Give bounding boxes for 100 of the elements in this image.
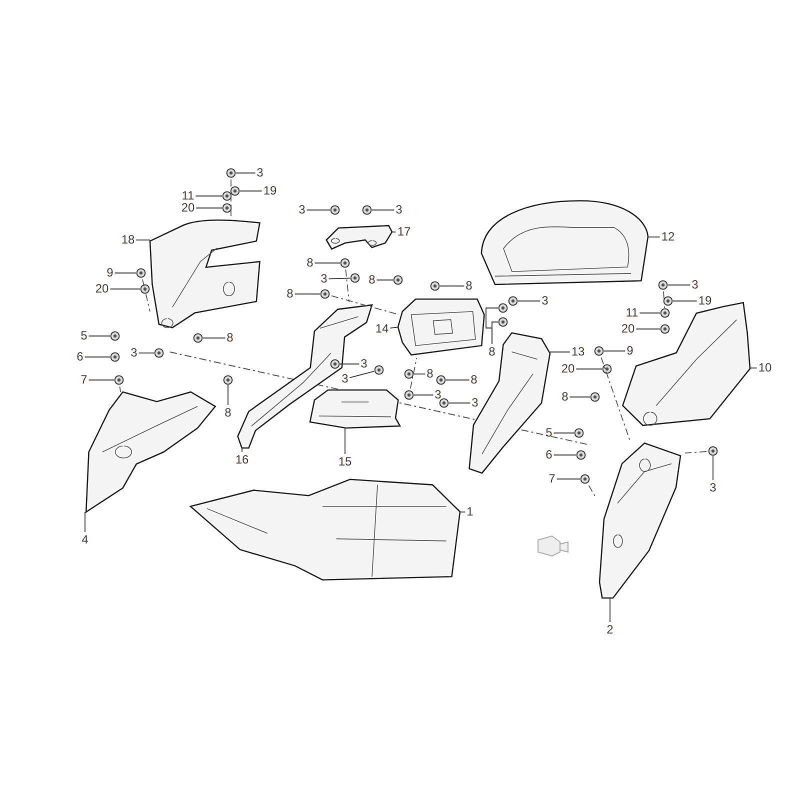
fastener-icon: [340, 258, 350, 268]
leader-line: [604, 350, 626, 352]
callout-number: 8: [426, 368, 434, 380]
fastener-icon: [154, 348, 164, 358]
fastener-icon: [404, 369, 414, 379]
fastener-icon: [330, 205, 340, 215]
callout-number: 11: [182, 190, 194, 202]
callout-number: 9: [106, 266, 114, 280]
leader-line: [636, 328, 660, 330]
fastener-icon: [393, 275, 403, 285]
callout-number: 8: [226, 332, 234, 344]
callout-number: 14: [375, 322, 389, 336]
callout-number: 8: [466, 280, 472, 292]
leader-line: [648, 236, 660, 238]
fastener-icon: [140, 284, 150, 294]
callout-number: 8: [488, 346, 496, 358]
leader-line: [556, 478, 580, 480]
fastener-icon: [374, 365, 384, 375]
leader-line: [349, 370, 374, 378]
fastener-icon: [222, 203, 232, 213]
callout-number: 8: [470, 374, 478, 386]
center-line: [142, 279, 150, 312]
leader-line: [518, 300, 541, 302]
leader-line: [668, 284, 691, 286]
callout-number: 3: [542, 294, 548, 308]
fastener-icon: [430, 281, 440, 291]
callout-number: 5: [546, 426, 552, 440]
leader-line: [492, 322, 498, 344]
center-line: [410, 358, 418, 389]
callout-number: 3: [320, 272, 328, 286]
callout-number: 4: [82, 534, 88, 546]
callout-number: 16: [235, 454, 249, 466]
callout-number: 11: [626, 306, 638, 320]
storage-tray-drawing: [398, 296, 486, 358]
fastener-icon: [708, 446, 718, 456]
callout-number: 10: [758, 362, 772, 374]
fastener-icon: [230, 186, 240, 196]
callout-number: 8: [306, 256, 314, 270]
callout-number: 12: [661, 230, 675, 244]
callout-number: 3: [360, 358, 368, 370]
leader-line: [576, 368, 602, 370]
fastener-icon: [658, 280, 668, 290]
callout-number: 17: [397, 226, 411, 238]
callout-number: 19: [698, 294, 712, 308]
leader-line: [569, 396, 590, 398]
callout-number: 19: [263, 184, 277, 198]
leader-line: [314, 262, 340, 264]
leader-line: [553, 432, 574, 434]
leader-line: [138, 352, 154, 354]
center-line: [600, 357, 630, 440]
callout-number: 3: [298, 204, 306, 216]
callout-number: 3: [692, 278, 698, 292]
fastener-icon: [110, 352, 120, 362]
callout-number: 20: [95, 282, 109, 296]
leader-line: [414, 394, 434, 396]
cover-plate-drawing: [310, 388, 400, 428]
leader-line: [672, 300, 698, 302]
center-line: [663, 291, 666, 308]
center-line: [345, 269, 350, 302]
fastener-icon: [439, 398, 449, 408]
callout-number: 8: [224, 406, 232, 420]
fastener-icon: [193, 333, 203, 343]
callout-number: 8: [368, 274, 376, 286]
center-line: [230, 179, 232, 216]
leader-line: [390, 326, 398, 329]
callout-number: 2: [606, 624, 614, 636]
callout-number: 8: [286, 288, 294, 300]
fastener-icon: [222, 191, 232, 201]
fastener-icon: [508, 296, 518, 306]
center-line: [684, 451, 707, 454]
fastener-icon: [580, 474, 590, 484]
leader-line: [639, 312, 660, 314]
callout-number: 15: [338, 456, 352, 468]
callout-number: 18: [121, 234, 135, 246]
fastener-icon: [114, 375, 124, 385]
callout-number: 1: [466, 506, 474, 518]
leader-line: [712, 456, 714, 480]
fastener-icon: [660, 308, 670, 318]
fastener-icon: [663, 296, 673, 306]
callout-number: 7: [80, 374, 88, 386]
leader-line: [240, 190, 262, 192]
callout-number: 3: [342, 372, 348, 386]
fastener-icon: [223, 375, 233, 385]
leader-line: [553, 454, 576, 456]
fastener-icon: [594, 346, 604, 356]
frame-rail-cover-drawing: [235, 302, 372, 448]
callout-number: 6: [76, 350, 84, 364]
fastener-icon: [498, 303, 508, 313]
fastener-icon: [602, 364, 612, 374]
callout-number: 13: [571, 346, 585, 358]
fastener-icon: [320, 289, 330, 299]
leader-line: [328, 278, 350, 280]
callout-number: 20: [621, 322, 635, 336]
fastener-icon: [110, 331, 120, 341]
leader-line: [236, 172, 256, 174]
fastener-icon: [660, 324, 670, 334]
callout-number: 3: [130, 346, 138, 360]
fastener-icon: [136, 268, 146, 278]
leader-line: [344, 428, 346, 454]
fastener-icon: [350, 273, 360, 283]
